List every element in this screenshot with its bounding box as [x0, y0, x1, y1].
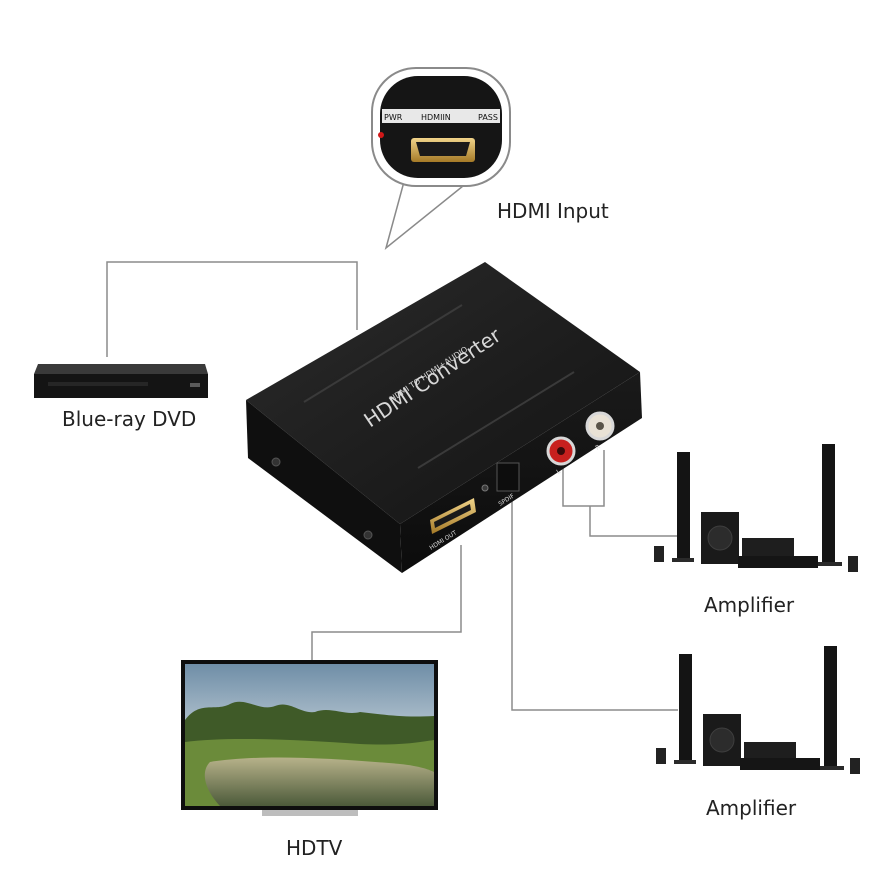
converter-top-face [246, 262, 640, 524]
bluray-player [34, 364, 208, 398]
amplifier-system-bottom [656, 646, 860, 774]
closeup-label-pass: PASS [478, 113, 498, 122]
bluray-tray [48, 382, 148, 386]
satellite-speaker-right [848, 556, 858, 572]
tower-speaker-right [824, 646, 837, 768]
spdif-optical-port [496, 462, 520, 492]
tower-speaker-left [677, 452, 690, 560]
receiver [744, 742, 796, 758]
tower-speaker-left [679, 654, 692, 762]
status-led [481, 484, 489, 492]
bluray-usb-port [190, 383, 200, 387]
converter-front-face [400, 372, 642, 573]
top-ridge-1 [303, 304, 463, 403]
satellite-speaker-left [656, 748, 666, 764]
hdtv-label: HDTV [286, 836, 343, 860]
line-spdif-to-amplifier-bottom [511, 500, 678, 711]
closeup-label-strip [382, 109, 500, 123]
receiver [742, 538, 794, 556]
tv-stand [262, 810, 358, 816]
amplifier-bottom-label: Amplifier [706, 796, 797, 820]
hdmi-input-label: HDMI Input [497, 199, 609, 223]
line-rca-drop [589, 506, 678, 537]
satellite-speaker-left [654, 546, 664, 562]
tower-speaker-right [822, 444, 835, 564]
bluray-dvd-label: Blue-ray DVD [62, 407, 197, 431]
screw-left [271, 457, 281, 467]
hdmi-input-closeup [371, 67, 511, 251]
screw-right [363, 530, 373, 540]
closeup-label-hdmi-in: HDMIIN [421, 113, 451, 122]
line-bluray-to-converter [106, 261, 358, 357]
power-led [378, 132, 384, 138]
closeup-port-labels: PWR HDMIIN PASS [384, 113, 498, 122]
closeup-label-pwr: PWR [384, 113, 403, 122]
hdmi-port-socket [416, 142, 470, 156]
line-rca-to-amplifier-top [562, 450, 605, 507]
closeup-panel [380, 76, 502, 178]
line-converter-to-hdtv [311, 545, 462, 662]
connection-lines [106, 261, 678, 711]
amplifier-top-label: Amplifier [704, 593, 795, 617]
converter-port-r: R [594, 444, 601, 452]
amplifier-system-top [654, 444, 858, 572]
closeup-pointer [384, 177, 470, 251]
hdmi-converter-box [246, 262, 642, 573]
converter-left-face [246, 400, 402, 573]
tv-screen-water [204, 757, 434, 806]
top-ridge-2 [417, 371, 575, 469]
satellite-speaker-right [850, 758, 860, 774]
bluray-top [34, 364, 208, 374]
hdmi-out-socket [434, 504, 471, 528]
converter-port-l: L [555, 468, 562, 476]
hdtv [181, 660, 438, 816]
